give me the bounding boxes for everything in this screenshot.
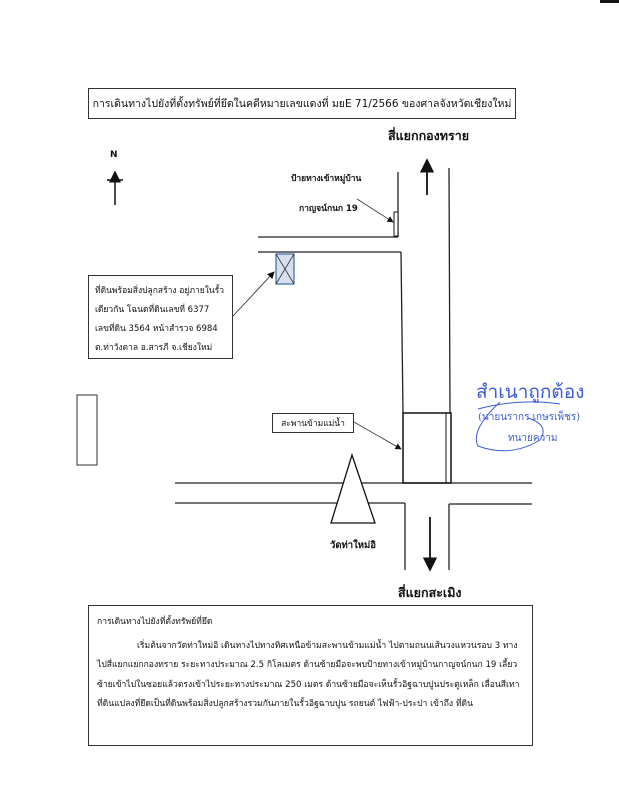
north-destination-label: สี่แยกกองทราย <box>388 128 470 143</box>
sign-pointer-arrow <box>356 198 394 223</box>
stamp-position: ทนายความ <box>508 433 558 444</box>
document-title: การเดินทางไปยังที่ตั้งทรัพย์ที่ยึดในคดีห… <box>92 98 512 110</box>
stamp-name: (นายนรากร เกษรเพ็ชร) <box>478 412 581 423</box>
directions-body: เริ่มต้นจากวัดท่าใหม่อิ เดินทางไปทางทิศเ… <box>97 640 520 710</box>
title-box: การเดินทางไปยังที่ตั้งทรัพย์ที่ยึดในคดีห… <box>88 88 516 119</box>
temple-label: วัดท่าใหม่อิ <box>330 540 376 551</box>
bridge-label-box: สะพานข้ามแม่น้ำ <box>272 413 354 433</box>
north-label: N <box>110 150 118 160</box>
property-pointer-arrow <box>232 271 275 317</box>
temple-icon <box>330 452 376 524</box>
village-name-label: กาญจน์กนก 19 <box>299 204 358 214</box>
scan-mark <box>600 0 619 3</box>
main-road-left-edge-mid <box>400 251 404 414</box>
south-destination-label: สี่แยกสะเมิง <box>398 585 462 600</box>
village-sign-label: ป้ายทางเข้าหมู่บ้าน <box>291 174 362 184</box>
property-info-line: เลขที่ดิน 3564 หน้าสำรวจ 6984 <box>95 324 218 334</box>
directions-heading: การเดินทางไปยังที่ตั้งทรัพย์ที่ยึด <box>97 617 213 627</box>
certified-copy-stamp: สำเนาถูกต้อง <box>476 381 585 403</box>
main-road-right-edge <box>448 167 451 414</box>
margin-rectangle <box>76 394 98 466</box>
directions-box: การเดินทางไปยังที่ตั้งทรัพย์ที่ยึด เริ่ม… <box>88 605 533 746</box>
bridge-pointer-arrow <box>353 421 402 450</box>
property-info-line: ต.ท่าวังตาล อ.สารภี จ.เชียงใหม่ <box>95 343 213 353</box>
property-info-line: ที่ดินพร้อมสิ่งปลูกสร้าง อยู่ภายในรั้ว <box>95 286 225 296</box>
roads <box>175 167 532 570</box>
village-sign-icon <box>393 211 399 237</box>
bridge-label: สะพานข้ามแม่น้ำ <box>281 419 345 429</box>
property-plot-icon <box>275 253 295 285</box>
signature-mark <box>475 401 561 452</box>
property-info-box: ที่ดินพร้อมสิ่งปลูกสร้าง อยู่ภายในรั้ว เ… <box>88 275 233 359</box>
north-arrow-icon <box>107 170 123 205</box>
property-info-line: เดียวกัน โฉนดที่ดินเลขที่ 6377 <box>95 305 210 315</box>
bridge-icon <box>402 412 452 484</box>
